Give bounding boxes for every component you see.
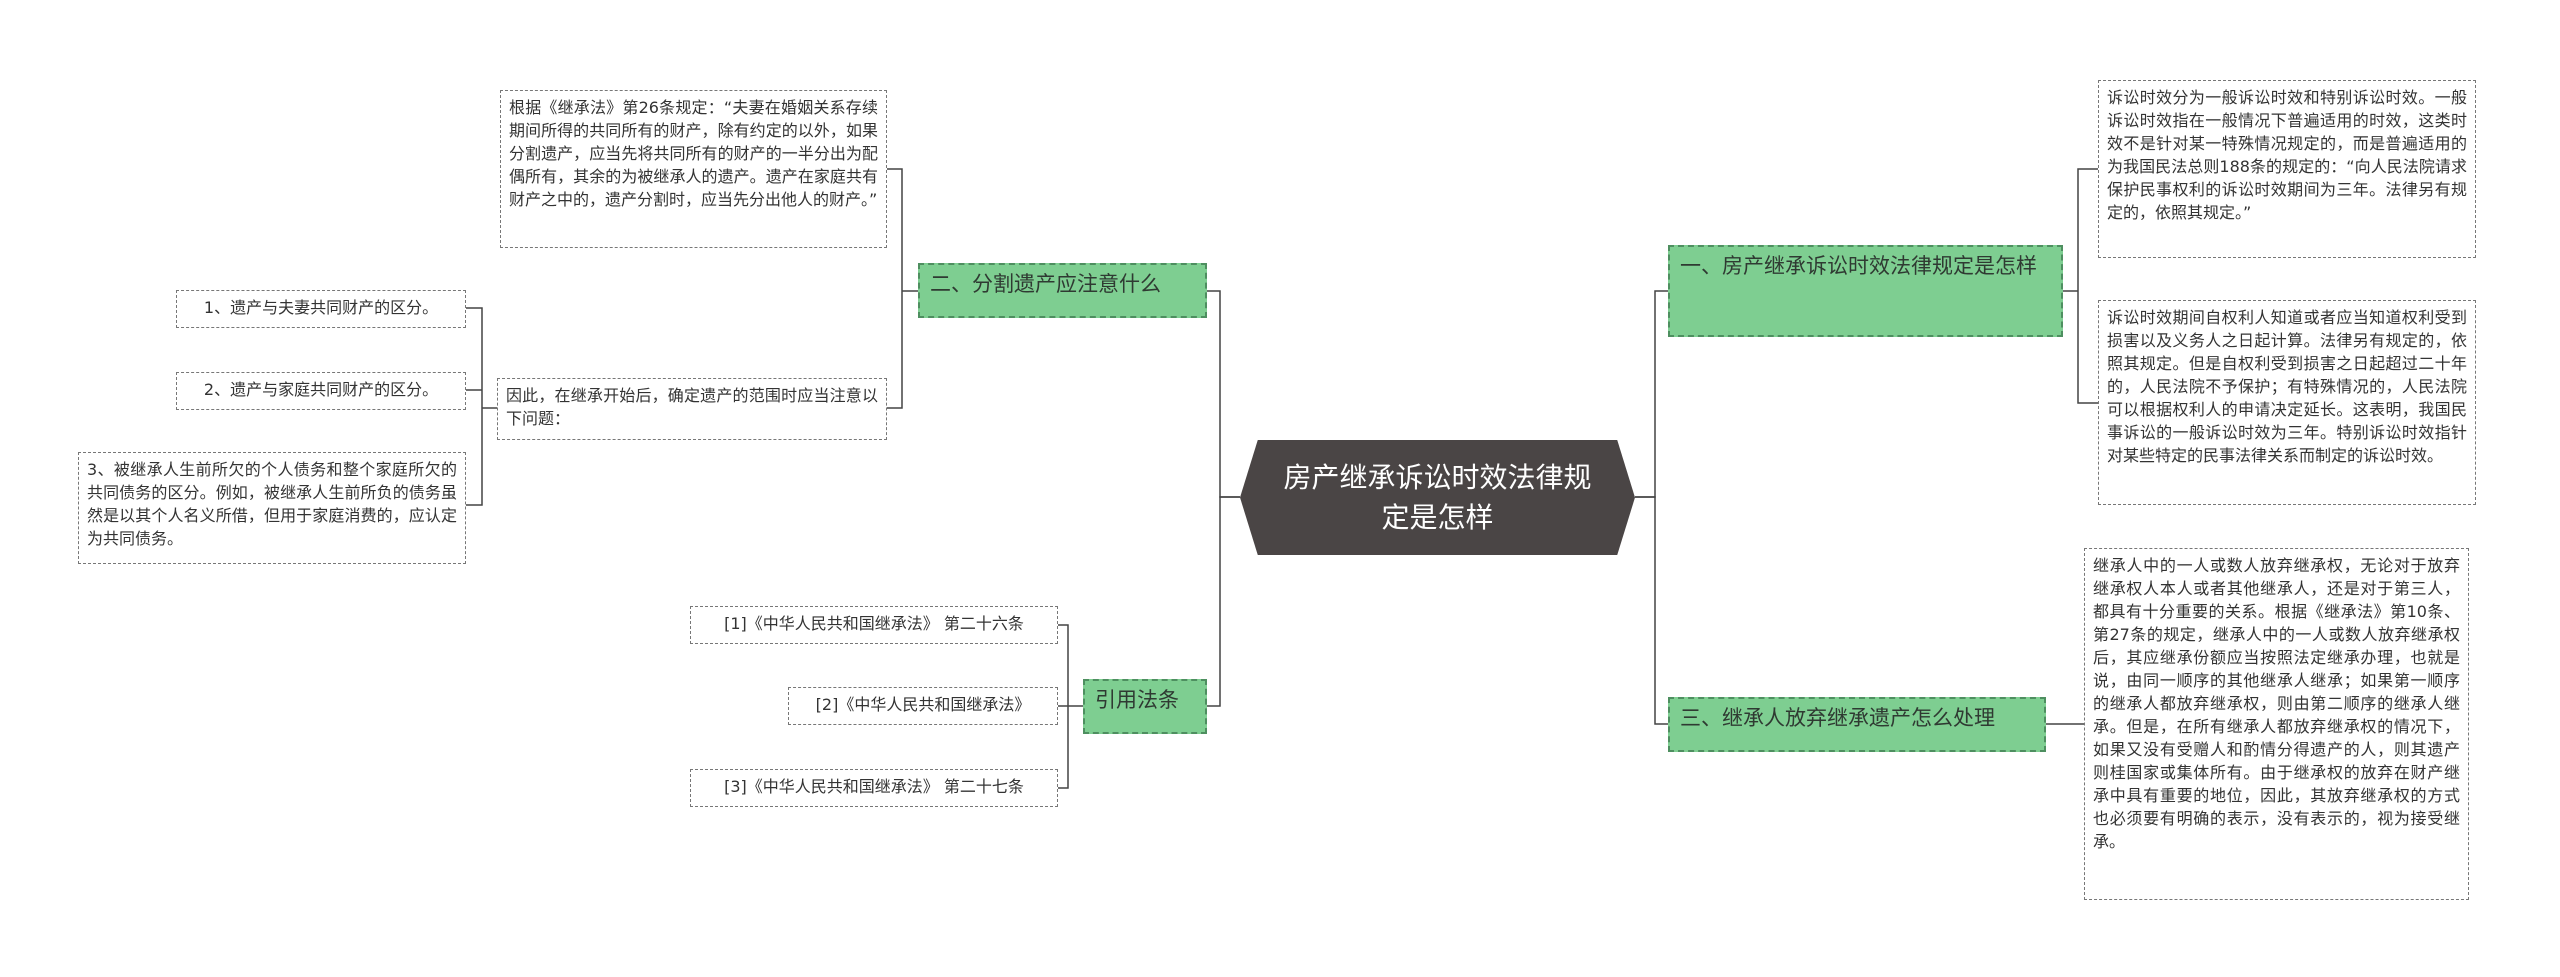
connector-branch1-leaves xyxy=(2063,168,2098,404)
root-topic[interactable]: 房产继承诉讼时效法律规定是怎样 xyxy=(1240,440,1635,555)
connector-branch2-leaves xyxy=(887,168,918,409)
connector-root-branch2 xyxy=(1207,290,1240,498)
connector-root-branch1 xyxy=(1635,290,1668,498)
branch-statute-rules[interactable]: 一、房产继承诉讼时效法律规定是怎样 xyxy=(1668,245,2063,337)
citation-item[interactable]: [2]《中华人民共和国继承法》 xyxy=(788,687,1058,725)
branch-estate-division-label: 二、分割遗产应注意什么 xyxy=(930,272,1161,296)
leaf-limitation-period: 诉讼时效期间自权利人知道或者应当知道权利受到损害以及义务人之日起计算。法律另有规… xyxy=(2098,300,2476,505)
leaf-family-property: 2、遗产与家庭共同财产的区分。 xyxy=(176,372,466,410)
leaf-estate-scope: 因此，在继承开始后，确定遗产的范围时应当注意以下问题： xyxy=(497,378,887,440)
citation-item[interactable]: [3]《中华人民共和国继承法》 第二十七条 xyxy=(690,769,1058,807)
connector-scope-subs xyxy=(466,307,497,506)
connector-citations-items xyxy=(1058,624,1083,789)
connector-root-citations xyxy=(1207,496,1240,707)
leaf-spouse-property: 1、遗产与夫妻共同财产的区分。 xyxy=(176,290,466,328)
connector-root-branch3 xyxy=(1635,496,1668,725)
leaf-limitation-types: 诉讼时效分为一般诉讼时效和特别诉讼时效。一般诉讼时效指在一般情况下普遍适用的时效… xyxy=(2098,80,2476,258)
branch-estate-division[interactable]: 二、分割遗产应注意什么 xyxy=(918,263,1207,318)
branch-statute-rules-label: 一、房产继承诉讼时效法律规定是怎样 xyxy=(1680,254,2037,278)
leaf-debt-distinction: 3、被继承人生前所欠的个人债务和整个家庭所欠的共同债务的区分。例如，被继承人生前… xyxy=(78,452,466,564)
leaf-renounce-handling: 继承人中的一人或数人放弃继承权，无论对于放弃继承权人本人或者其他继承人，还是对于… xyxy=(2084,548,2469,900)
citation-item[interactable]: [1]《中华人民共和国继承法》 第二十六条 xyxy=(690,606,1058,644)
branch-renounce-inheritance-label: 三、继承人放弃继承遗产怎么处理 xyxy=(1680,706,1995,730)
leaf-article-26: 根据《继承法》第26条规定：“夫妻在婚姻关系存续期间所得的共同所有的财产，除有约… xyxy=(500,90,887,248)
root-topic-label: 房产继承诉讼时效法律规定是怎样 xyxy=(1283,460,1592,534)
branch-renounce-inheritance[interactable]: 三、继承人放弃继承遗产怎么处理 xyxy=(1668,697,2046,752)
branch-cited-laws-label: 引用法条 xyxy=(1095,688,1179,712)
branch-cited-laws[interactable]: 引用法条 xyxy=(1083,679,1207,734)
